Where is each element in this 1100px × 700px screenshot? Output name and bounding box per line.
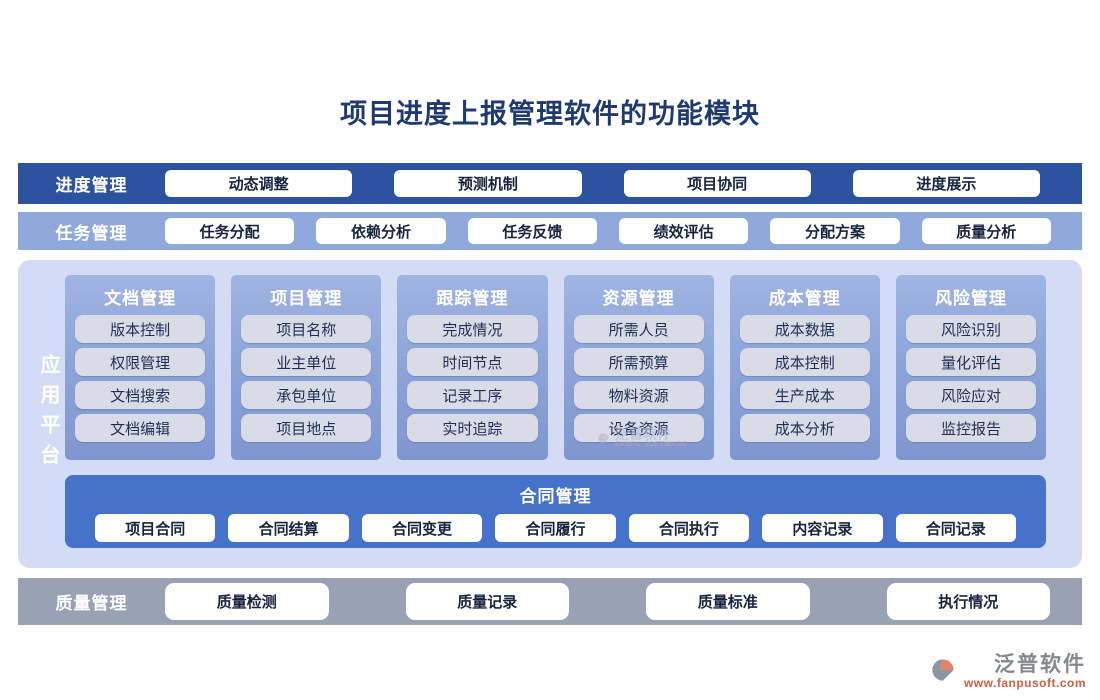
task-band-buttons: 任务分配 依赖分析 任务反馈 绩效评估 分配方案 质量分析 — [165, 218, 1082, 244]
column-items: 风险识别 量化评估 风险应对 监控报告 — [896, 313, 1046, 450]
module-button-quality-inspection[interactable]: 质量检测 — [165, 583, 329, 620]
column-title: 文档管理 — [104, 288, 177, 308]
module-button-realtime-tracking[interactable]: 实时追踪 — [407, 414, 538, 442]
module-button-forecast-mechanism[interactable]: 预测机制 — [394, 170, 582, 197]
contract-management-panel: 合同管理 项目合同 合同结算 合同变更 合同履行 合同执行 内容记录 合同记录 — [65, 475, 1046, 548]
module-button-dependency-analysis[interactable]: 依赖分析 — [316, 218, 446, 244]
column-title: 成本管理 — [768, 288, 841, 308]
module-button-document-edit[interactable]: 文档编辑 — [75, 414, 206, 442]
task-band-label: 任务管理 — [55, 223, 128, 243]
column-items: 项目名称 业主单位 承包单位 项目地点 — [231, 313, 381, 450]
module-button-contract-settlement[interactable]: 合同结算 — [228, 514, 349, 542]
platform-vertical-label: 应用平台 — [37, 354, 59, 474]
module-button-document-search[interactable]: 文档搜索 — [75, 381, 206, 409]
vendor-logo-icon — [932, 659, 954, 681]
module-button-project-name[interactable]: 项目名称 — [241, 315, 372, 343]
page-title: 项目进度上报管理软件的功能模块 — [340, 99, 760, 129]
column-title: 项目管理 — [270, 288, 343, 308]
module-button-contract-record[interactable]: 合同记录 — [895, 514, 1016, 542]
column-title: 风险管理 — [934, 288, 1007, 308]
module-button-quality-standard[interactable]: 质量标准 — [646, 583, 810, 620]
task-management-band: 任务管理 任务分配 依赖分析 任务反馈 绩效评估 分配方案 质量分析 — [18, 212, 1082, 250]
module-button-allocation-plan[interactable]: 分配方案 — [770, 218, 900, 244]
column-risk-management: 风险管理 风险识别 量化评估 风险应对 监控报告 — [895, 275, 1047, 460]
column-document-management: 文档管理 版本控制 权限管理 文档搜索 文档编辑 — [65, 275, 216, 460]
module-button-record-process[interactable]: 记录工序 — [407, 381, 538, 409]
column-cost-management: 成本管理 成本数据 成本控制 生产成本 成本分析 — [729, 275, 880, 460]
progress-band-buttons: 动态调整 预测机制 项目协同 进度展示 — [165, 170, 1082, 197]
module-button-cost-control[interactable]: 成本控制 — [739, 348, 870, 376]
module-button-project-contract[interactable]: 项目合同 — [95, 514, 216, 542]
module-button-quantitative-evaluation[interactable]: 量化评估 — [905, 348, 1037, 376]
module-button-version-control[interactable]: 版本控制 — [75, 315, 206, 343]
module-button-content-record[interactable]: 内容记录 — [762, 514, 883, 542]
contract-buttons: 项目合同 合同结算 合同变更 合同履行 合同执行 内容记录 合同记录 — [65, 507, 1046, 542]
module-button-project-location[interactable]: 项目地点 — [241, 414, 372, 442]
column-items: 版本控制 权限管理 文档搜索 文档编辑 — [65, 313, 215, 450]
vendor-name: 泛普软件 — [994, 653, 1086, 676]
module-button-equipment-resources[interactable]: 设备资源 — [573, 414, 704, 442]
module-button-execution-status[interactable]: 执行情况 — [886, 583, 1050, 620]
module-button-contract-execution[interactable]: 合同执行 — [628, 514, 750, 542]
module-button-contract-performance[interactable]: 合同履行 — [495, 514, 616, 542]
module-button-required-budget[interactable]: 所需预算 — [573, 348, 704, 376]
column-resource-management: 资源管理 所需人员 所需预算 物料资源 设备资源 — [563, 275, 714, 460]
module-button-quality-analysis[interactable]: 质量分析 — [921, 218, 1051, 244]
module-button-risk-response[interactable]: 风险应对 — [905, 381, 1037, 409]
column-tracking-management: 跟踪管理 完成情况 时间节点 记录工序 实时追踪 — [397, 275, 548, 460]
module-button-quality-record[interactable]: 质量记录 — [405, 583, 569, 620]
module-button-task-assignment[interactable]: 任务分配 — [165, 218, 295, 244]
column-items: 完成情况 时间节点 记录工序 实时追踪 — [397, 313, 547, 450]
module-button-project-collaboration[interactable]: 项目协同 — [623, 170, 811, 197]
quality-band-buttons: 质量检测 质量记录 质量标准 执行情况 — [165, 583, 1082, 620]
module-button-required-personnel[interactable]: 所需人员 — [573, 315, 704, 343]
column-title: 跟踪管理 — [436, 288, 509, 308]
vendor-url: www.fanpusoft.com — [963, 676, 1086, 690]
quality-management-band: 质量管理 质量检测 质量记录 质量标准 执行情况 — [18, 578, 1082, 625]
column-items: 成本数据 成本控制 生产成本 成本分析 — [730, 313, 880, 450]
module-button-cost-data[interactable]: 成本数据 — [739, 315, 870, 343]
progress-management-band: 进度管理 动态调整 预测机制 项目协同 进度展示 — [18, 163, 1082, 204]
application-platform-panel: 应用平台 文档管理 版本控制 权限管理 文档搜索 文档编辑 项目管理 项目名称 … — [18, 260, 1082, 568]
platform-columns: 文档管理 版本控制 权限管理 文档搜索 文档编辑 项目管理 项目名称 业主单位 … — [65, 275, 1047, 460]
module-button-task-feedback[interactable]: 任务反馈 — [467, 218, 597, 244]
module-button-progress-display[interactable]: 进度展示 — [852, 170, 1040, 197]
column-items: 所需人员 所需预算 物料资源 设备资源 — [564, 313, 714, 450]
column-title: 资源管理 — [602, 288, 675, 308]
module-button-permission-management[interactable]: 权限管理 — [75, 348, 206, 376]
module-button-production-cost[interactable]: 生产成本 — [739, 381, 870, 409]
module-button-completion-status[interactable]: 完成情况 — [407, 315, 538, 343]
module-button-contractor-unit[interactable]: 承包单位 — [241, 381, 372, 409]
module-button-dynamic-adjust[interactable]: 动态调整 — [165, 170, 353, 197]
vendor-logo: 泛普软件 www.fanpusoft.com — [927, 654, 1086, 690]
module-button-time-node[interactable]: 时间节点 — [407, 348, 538, 376]
module-button-risk-identification[interactable]: 风险识别 — [905, 315, 1037, 343]
module-button-cost-analysis[interactable]: 成本分析 — [739, 414, 870, 442]
module-button-owner-unit[interactable]: 业主单位 — [241, 348, 372, 376]
progress-band-label: 进度管理 — [55, 176, 128, 195]
module-button-performance-evaluation[interactable]: 绩效评估 — [618, 218, 749, 244]
module-button-material-resources[interactable]: 物料资源 — [573, 381, 704, 409]
module-button-contract-change[interactable]: 合同变更 — [361, 514, 483, 542]
quality-band-label: 质量管理 — [55, 594, 128, 613]
module-button-monitoring-report[interactable]: 监控报告 — [905, 414, 1037, 442]
column-project-management: 项目管理 项目名称 业主单位 承包单位 项目地点 — [231, 275, 382, 460]
contract-panel-title: 合同管理 — [519, 487, 592, 506]
